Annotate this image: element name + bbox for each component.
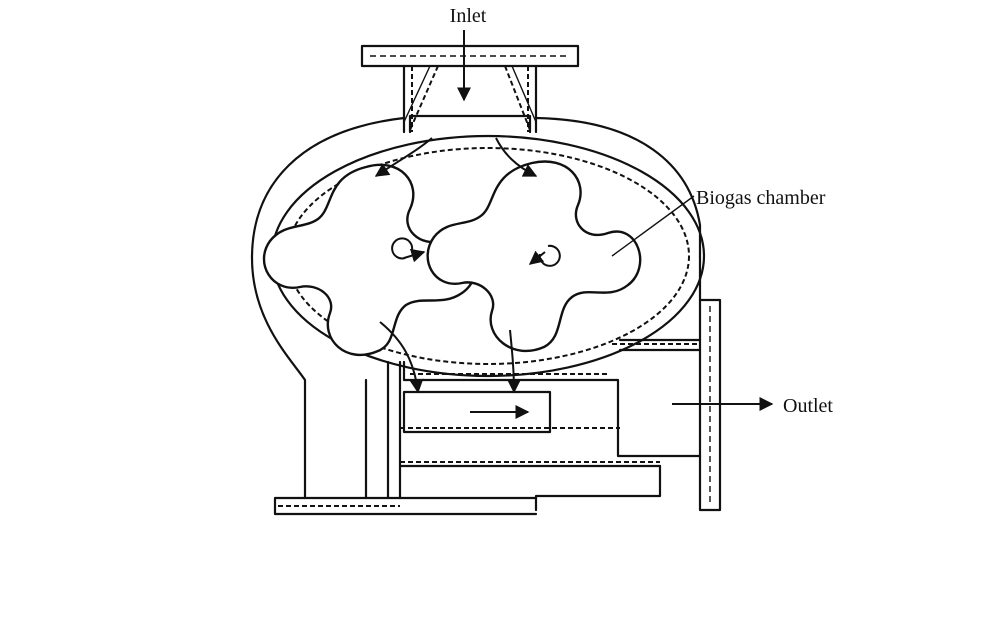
biogas-chamber-leader <box>611 195 695 257</box>
left-rotation-arrow <box>391 237 426 263</box>
outer-casing <box>250 116 702 500</box>
flow-arrow-top-right <box>495 137 538 177</box>
inlet-label: Inlet <box>450 5 487 27</box>
outlet-passage <box>364 338 702 512</box>
right-rotation-arrow <box>528 244 561 267</box>
flow-arrow-top-left <box>374 137 433 177</box>
inlet-opening <box>408 114 532 134</box>
base-plate <box>273 496 538 516</box>
biogas-chamber-label: Biogas chamber <box>696 187 826 209</box>
left-rotor <box>262 163 477 357</box>
flow-arrow-bottom-right <box>506 329 521 394</box>
flow-arrow-bottom-left <box>379 321 424 394</box>
outlet-flange <box>698 298 722 512</box>
right-rotor <box>426 160 642 353</box>
inlet-neck <box>402 64 538 134</box>
inlet-flange <box>360 44 580 68</box>
outlet-label: Outlet <box>783 395 833 417</box>
